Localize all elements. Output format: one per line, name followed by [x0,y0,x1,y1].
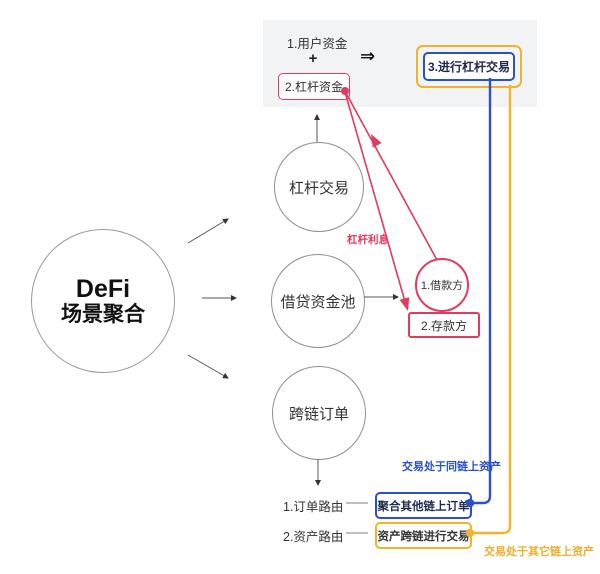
user-funds-label: 1.用户资金 [287,37,348,51]
asset-routing-label: 2.资产路由 [283,530,344,544]
node-lending-pool: 借贷资金池 [271,254,365,348]
other-chain-note: 交易处于其它链上资产 [484,546,594,558]
same-chain-note: 交易处于同链上资产 [402,461,501,473]
leverage-trade-outer-frame [416,45,522,88]
crosschain-trade-box: 资产跨链进行交易 [375,522,472,549]
hub-fanout-arrows [187,218,237,379]
borrower-node: 1.借款方 [415,258,469,312]
order-routing-label: 1.订单路由 [283,500,344,514]
hub-subtitle: 场景聚合 [61,303,145,327]
implies-arrow-icon: ⇒ [360,46,376,66]
aggregate-orders-box: 聚合其他链上订单 [375,492,472,519]
leverage-funds-box: 2.杠杆资金 [278,73,350,100]
hub-title: DeFi [75,274,131,303]
node-crosschain-order: 跨链订单 [272,366,366,460]
routing-dashes [346,502,368,534]
interest-label: 杠杆利息 [347,234,389,246]
blue-wire [465,78,492,508]
depositor-box: 2.存款方 [408,312,480,338]
leverage-trade-box: 3.进行杠杆交易 [423,52,515,81]
defi-hub-node: DeFi 场景聚合 [31,229,175,373]
node-leverage-trading: 杠杆交易 [274,142,364,232]
plus-sign: + [308,50,318,67]
